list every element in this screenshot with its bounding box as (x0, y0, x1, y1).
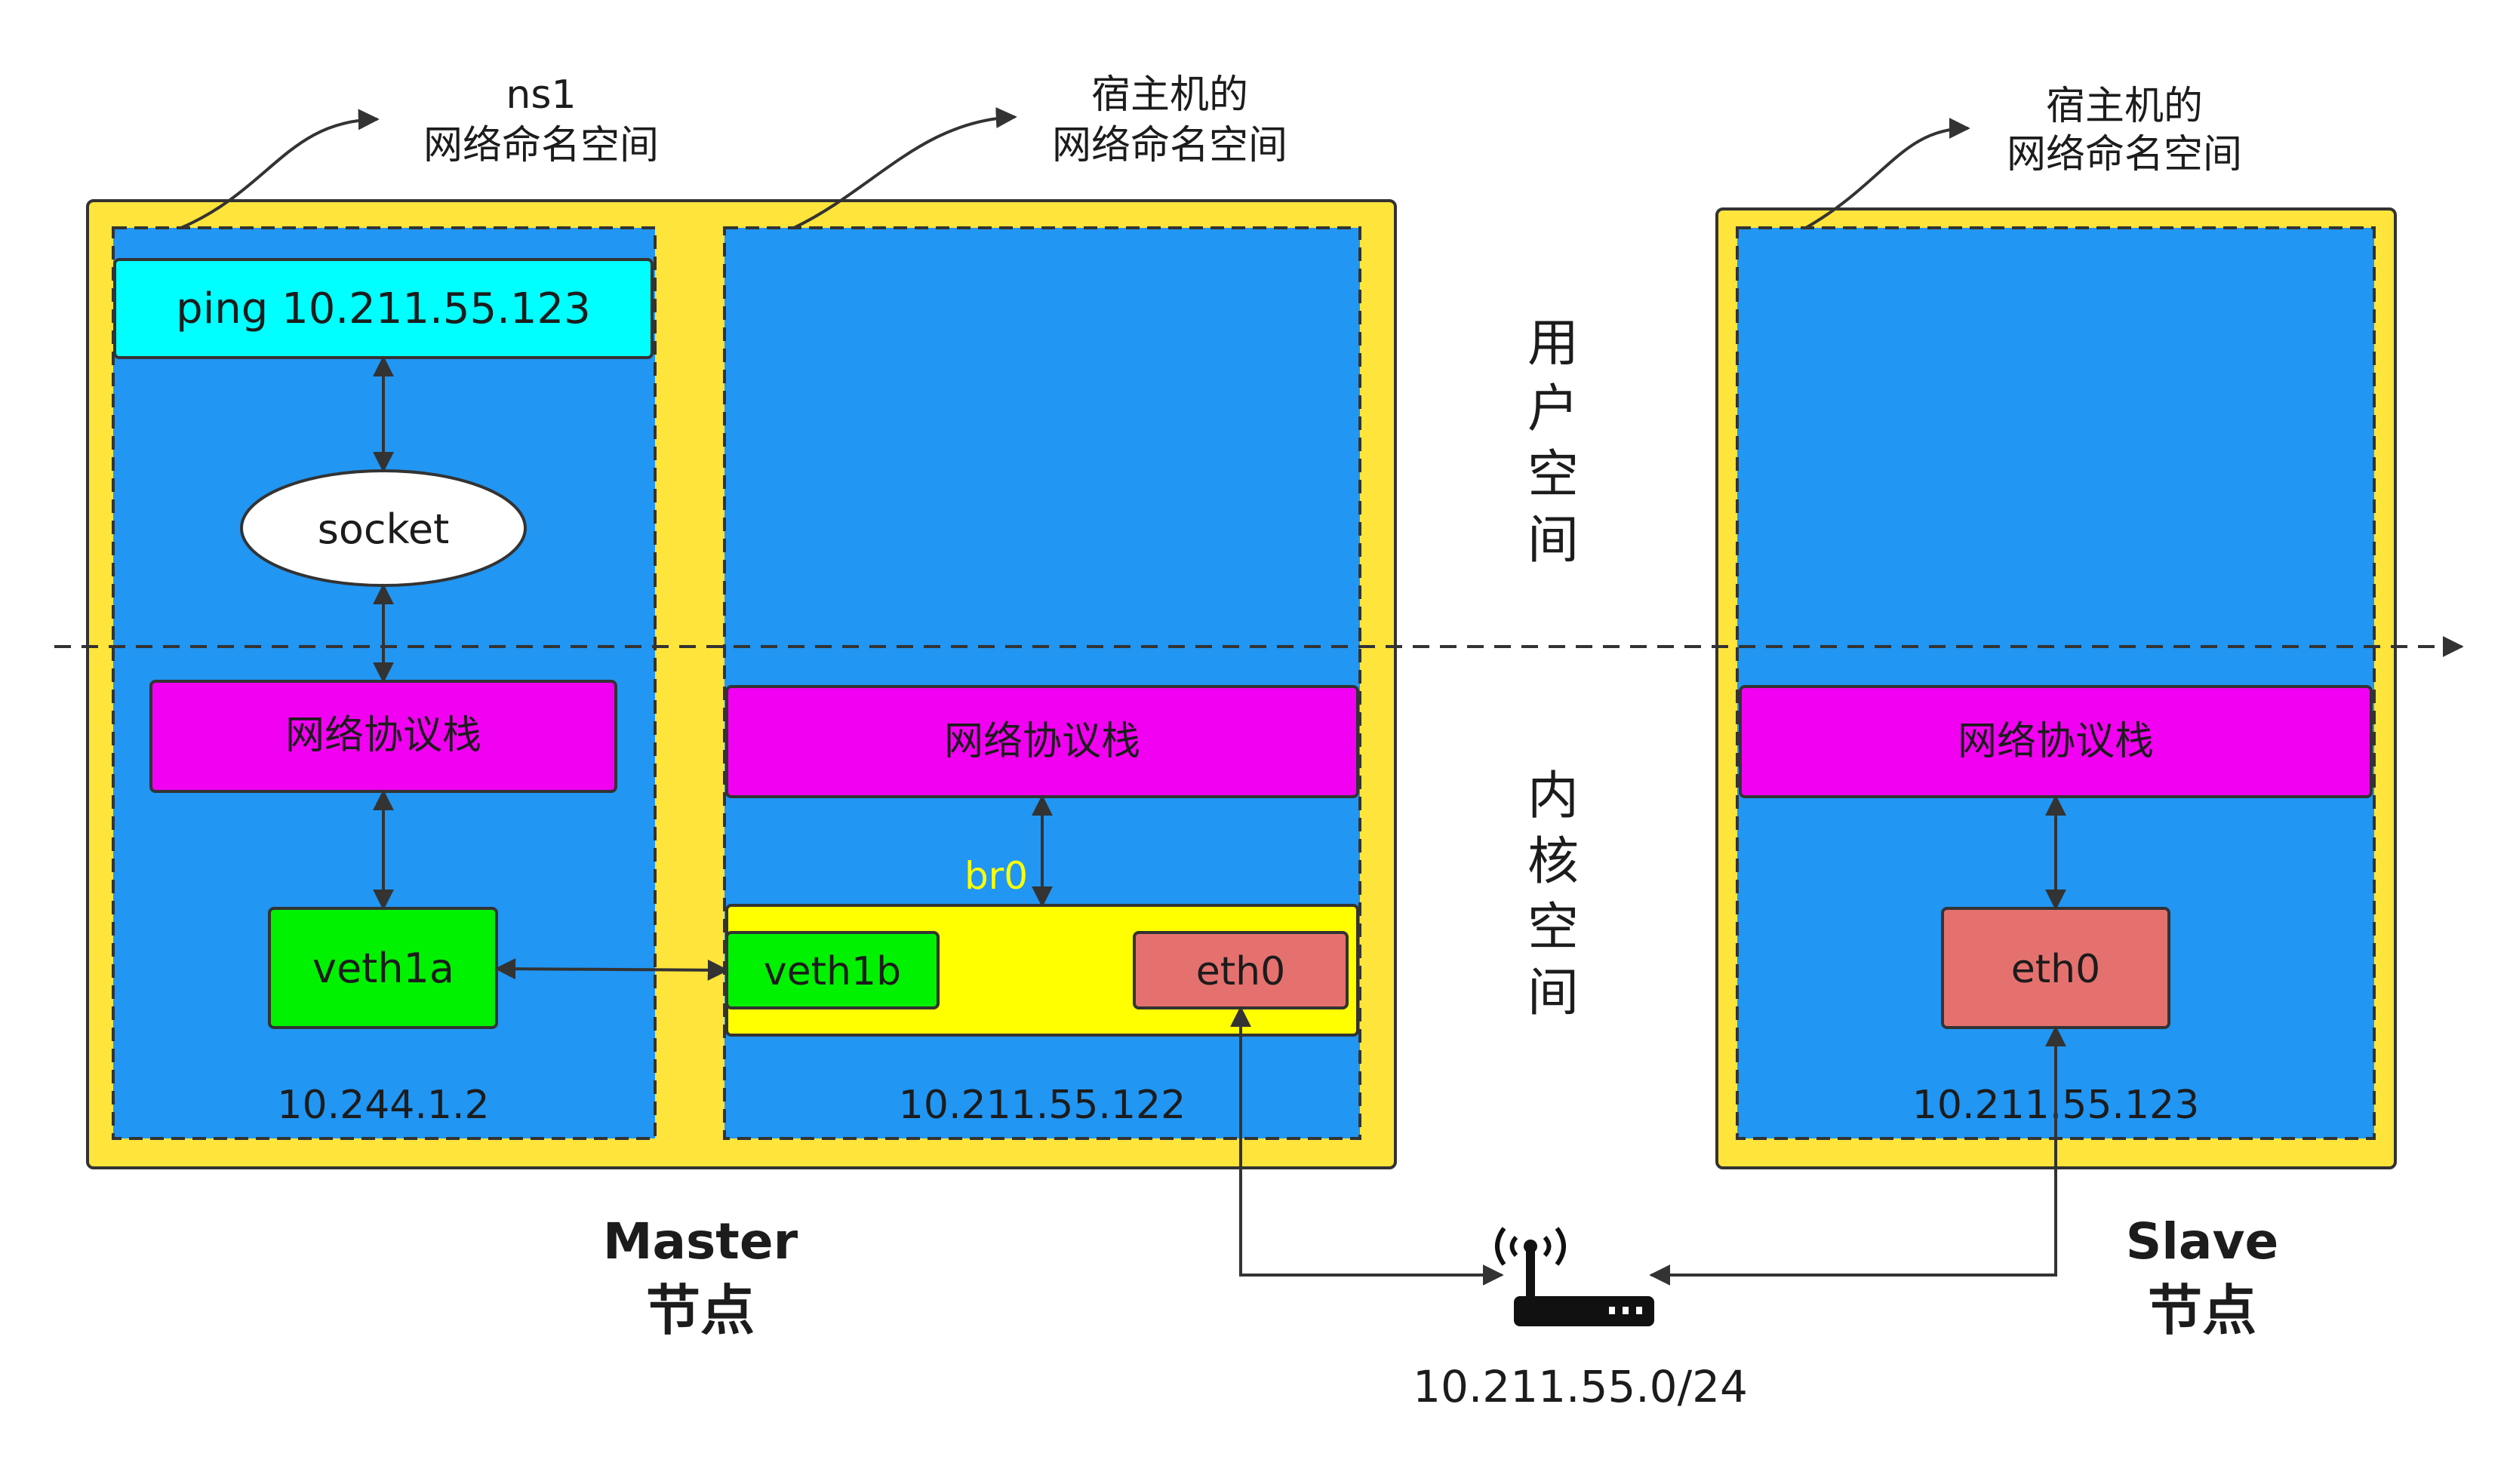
veth1b-label: veth1b (764, 949, 901, 994)
master-host-annotation-line2: 网络命名空间 (1052, 123, 1287, 168)
master-host-annotation-arrow (793, 107, 1017, 229)
slave-host-annotation-line2: 网络命名空间 (2007, 132, 2242, 177)
kernel-space-char-4: 间 (1527, 963, 1579, 1023)
slave-stack-label: 网络协议栈 (1958, 719, 2154, 764)
ns1-stack-label: 网络协议栈 (285, 713, 481, 758)
master-node-title: Master (603, 1212, 798, 1270)
veth-pair-arrow (494, 958, 729, 981)
ns1-annotation-arrow (180, 109, 380, 229)
veth1a-label: veth1a (312, 945, 454, 992)
bridge-label: br0 (964, 854, 1028, 898)
socket-label: socket (318, 505, 450, 553)
router-icon (1495, 1227, 1654, 1326)
subnet-label: 10.211.55.0/24 (1413, 1361, 1748, 1412)
master-host-ip: 10.211.55.122 (899, 1083, 1186, 1128)
master-eth0-label: eth0 (1196, 949, 1285, 994)
kernel-space-char-3: 空 (1527, 898, 1579, 957)
master-eth0-router-link (1230, 1006, 1504, 1286)
user-space-char-1: 用 (1527, 314, 1579, 373)
master-host-annotation-line1: 宿主机的 (1091, 72, 1248, 118)
master-node-subtitle: 节点 (646, 1279, 755, 1342)
kernel-space-char-1: 内 (1527, 767, 1579, 826)
ns1-ip: 10.244.1.2 (277, 1083, 489, 1128)
slave-host-annotation-arrow (1804, 118, 1970, 229)
kernel-space-char-2: 核 (1527, 832, 1579, 892)
ping-command: ping 10.211.55.123 (176, 284, 591, 333)
master-host-stack-label: 网络协议栈 (944, 719, 1140, 764)
slave-eth0-router-link (1649, 1025, 2066, 1286)
slave-eth0-label: eth0 (2011, 947, 2100, 992)
slave-node-subtitle: 节点 (2148, 1279, 2256, 1342)
ns1-annotation-line2: 网络命名空间 (423, 123, 659, 168)
user-space-char-2: 户 (1527, 379, 1579, 439)
user-space-char-4: 间 (1527, 511, 1579, 570)
user-space-char-3: 空 (1527, 445, 1579, 505)
ns1-annotation-line1: ns1 (506, 72, 576, 118)
slave-host-annotation-line1: 宿主机的 (2046, 84, 2203, 129)
slave-node-title: Slave (2126, 1212, 2278, 1270)
